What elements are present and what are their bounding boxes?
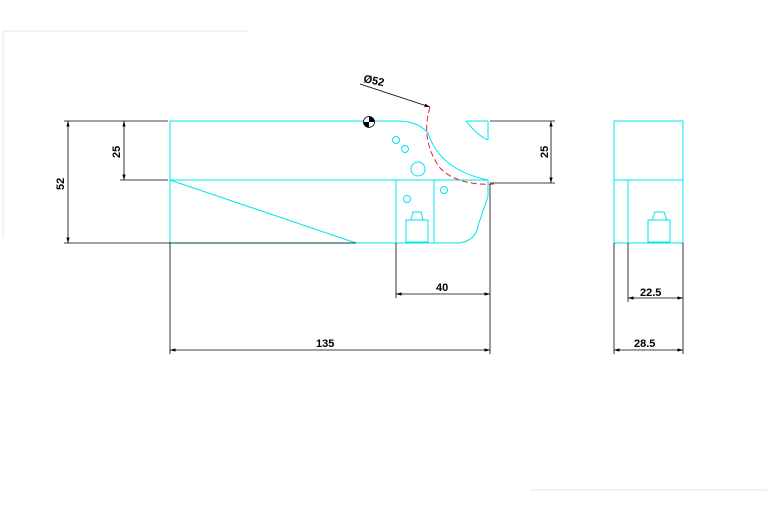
- pin-front: [405, 211, 429, 243]
- dimension-28-5: 28.5: [613, 243, 683, 354]
- dim-label-diameter: Ø52: [362, 73, 385, 89]
- hole-1: [392, 136, 400, 144]
- dimension-diameter: Ø52: [359, 73, 431, 108]
- side-view: [613, 120, 684, 244]
- hole-3: [410, 161, 426, 177]
- dim-label-25-right: 25: [539, 146, 551, 158]
- dim-label-52: 52: [55, 178, 67, 190]
- hole-2: [401, 145, 409, 153]
- dimension-22-5: 22.5: [627, 243, 684, 354]
- dimension-25-right: 25: [490, 120, 555, 184]
- dim-label-28-5: 28.5: [634, 338, 655, 350]
- dim-label-40: 40: [436, 282, 448, 294]
- hole-4: [403, 195, 411, 203]
- dim-label-25-left: 25: [111, 146, 123, 158]
- center-of-gravity-icon: [363, 116, 375, 128]
- pin-side: [647, 211, 671, 243]
- front-view: [169, 106, 495, 244]
- frame-lines: [2, 30, 767, 491]
- dimension-52: 52: [55, 120, 356, 244]
- hole-5: [440, 186, 448, 194]
- dimension-40: 40: [395, 184, 491, 354]
- dim-label-135: 135: [316, 338, 334, 350]
- dimension-135: 135: [169, 243, 490, 354]
- dim-label-22-5: 22.5: [640, 287, 661, 299]
- diameter-arc: [426, 106, 495, 185]
- dimension-25-left: 25: [111, 121, 168, 181]
